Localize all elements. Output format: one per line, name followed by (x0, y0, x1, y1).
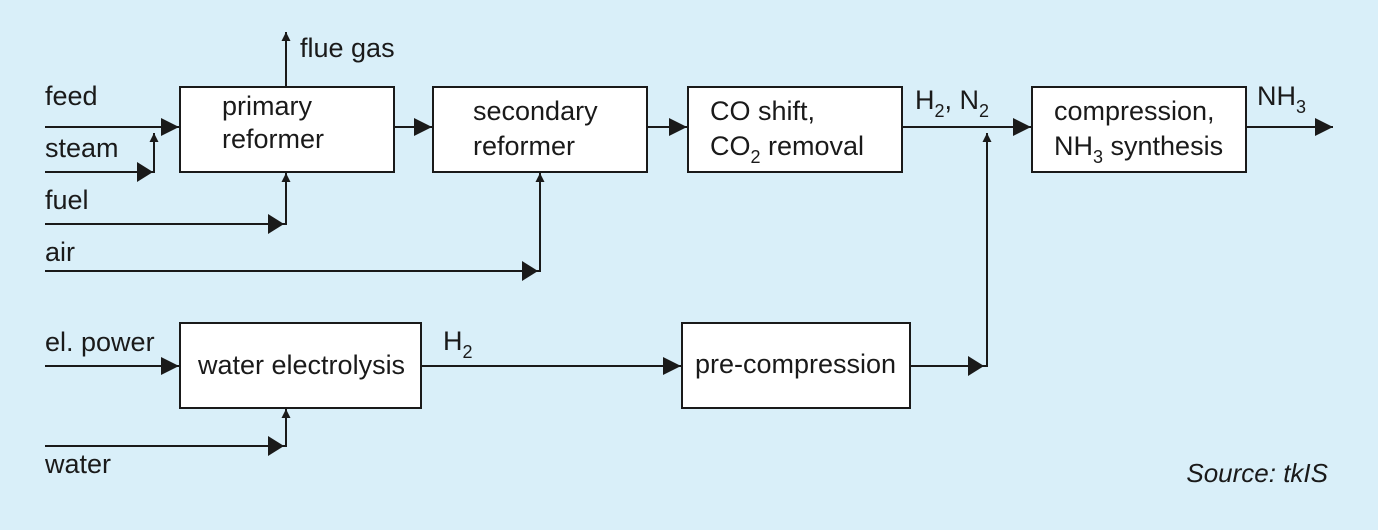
secondary-reformer-label-1: secondary (473, 96, 598, 126)
h2-label: H2 (443, 326, 473, 362)
fuel-arrow-head (268, 214, 284, 234)
secondary-reformer-label-2: reformer (473, 131, 575, 161)
water-arrow-head (268, 436, 284, 456)
el-power-label: el. power (45, 327, 155, 357)
feed-label: feed (45, 81, 98, 111)
air-arrow-head (522, 261, 538, 281)
co-shift-box (687, 86, 903, 173)
co-shift-label-1: CO shift, (710, 96, 815, 126)
fuel-line (45, 173, 291, 225)
primary-reformer-box (179, 86, 395, 173)
nh3-label: NH3 (1257, 81, 1306, 117)
h2-n2-label: H2, N2 (915, 85, 989, 121)
primary-reformer-label-1: primary (222, 91, 313, 121)
fuel-label: fuel (45, 185, 89, 215)
water-label: water (44, 449, 111, 479)
water-electrolysis-box (179, 322, 422, 409)
compression-synthesis-box (1031, 86, 1247, 173)
secondary-reformer-box (432, 86, 648, 173)
air-line (45, 173, 545, 272)
nh3-synthesis-label: NH3 synthesis (1054, 131, 1223, 167)
water-line (45, 409, 291, 447)
pre-compression-box (681, 322, 911, 409)
steam-arrow-head (137, 162, 153, 182)
compression-label-1: compression, (1054, 96, 1215, 126)
h2-to-synthesis-line (910, 133, 992, 367)
precompression-arrow-head (968, 356, 984, 376)
steam-label: steam (45, 133, 119, 163)
air-label: air (45, 237, 75, 267)
primary-reformer-label-2: reformer (222, 124, 324, 154)
source-label: Source: tkIS (1186, 458, 1328, 488)
steam-line (45, 133, 159, 173)
co-removal-label: CO2 removal (710, 131, 864, 167)
water-electrolysis-label: water electrolysis (197, 350, 405, 380)
pre-compression-label: pre-compression (695, 349, 896, 379)
flue-gas-label: flue gas (300, 33, 395, 63)
